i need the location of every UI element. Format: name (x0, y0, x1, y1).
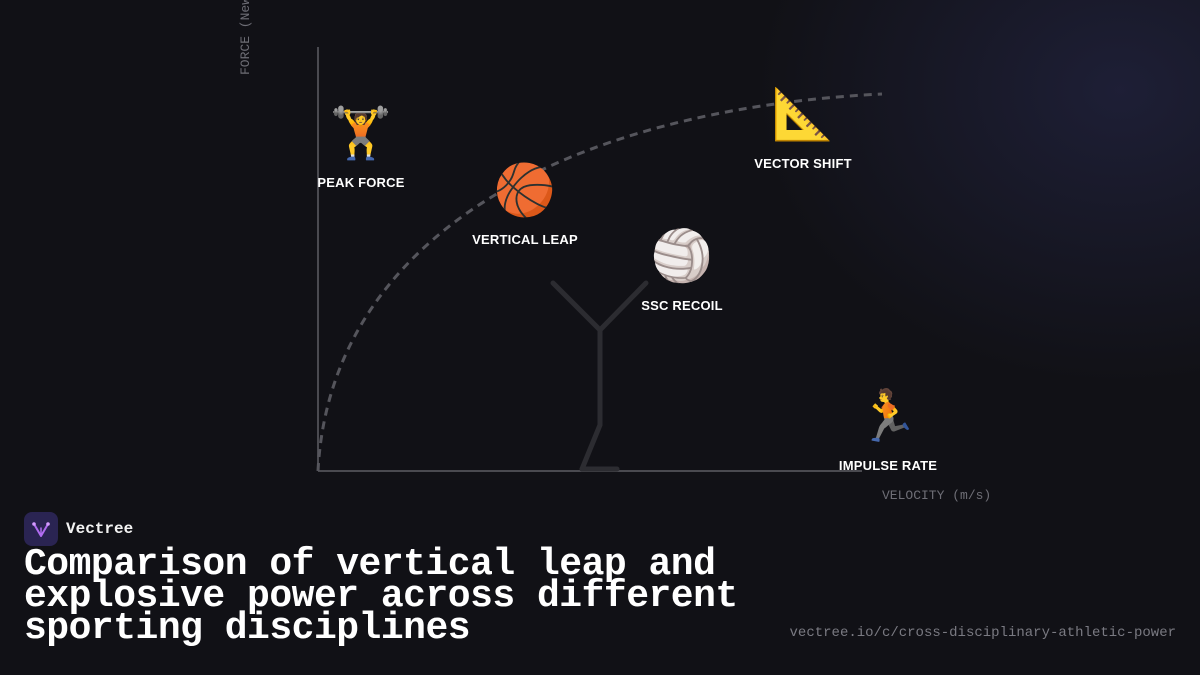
node-label: PEAK FORCE (317, 175, 405, 190)
source-url: vectree.io/c/cross-disciplinary-athletic… (789, 625, 1176, 641)
triangular-ruler-icon: 📐 (771, 86, 835, 142)
x-axis-label: VELOCITY (m/s) (882, 488, 992, 503)
node-peak-force: 🏋️ PEAK FORCE (281, 105, 441, 190)
tree-watermark (550, 280, 649, 472)
node-vertical-leap: 🏀 VERTICAL LEAP (445, 162, 605, 247)
node-label: SSC RECOIL (641, 298, 723, 313)
node-impulse-rate: 🏃 IMPULSE RATE (808, 388, 968, 473)
brand-name: Vectree (66, 520, 134, 538)
node-ssc-recoil: 🏐 SSC RECOIL (602, 228, 762, 313)
node-label: VERTICAL LEAP (472, 232, 578, 247)
vectree-logo-icon (24, 512, 58, 546)
brand: Vectree (24, 512, 133, 546)
node-label: VECTOR SHIFT (754, 156, 852, 171)
y-axis-label: FORCE (Newtons) (238, 0, 253, 75)
page-title: Comparison of vertical leap and explosiv… (24, 543, 738, 650)
force-velocity-curve (316, 92, 883, 472)
node-vector-shift: 📐 VECTOR SHIFT (723, 86, 883, 171)
volleyball-icon: 🏐 (650, 228, 714, 284)
node-label: IMPULSE RATE (838, 458, 938, 473)
basketball-icon: 🏀 (493, 162, 557, 218)
runner-icon: 🏃 (856, 388, 920, 444)
weightlifter-icon: 🏋️ (329, 105, 393, 161)
